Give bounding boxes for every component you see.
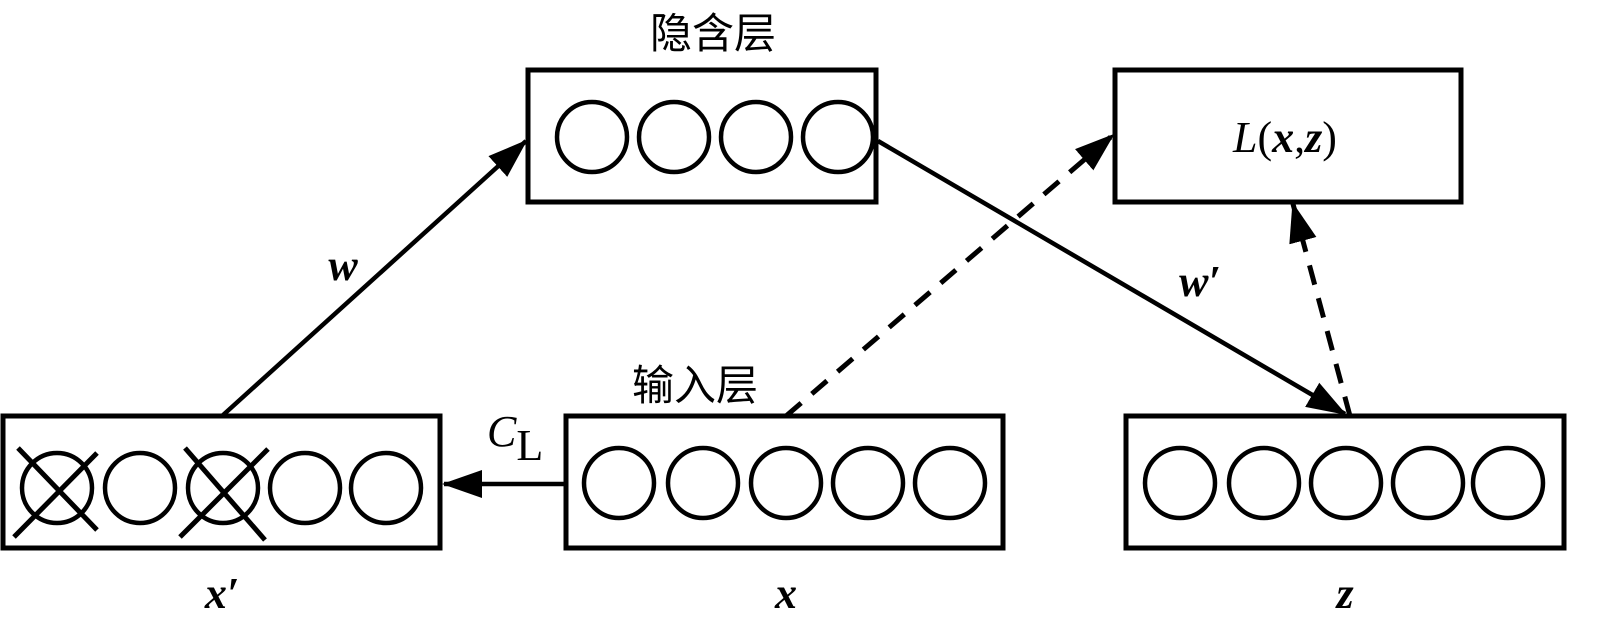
hidden-node: [554, 99, 630, 175]
dashed-edge-z-to-loss: [1289, 202, 1353, 417]
input-node: [102, 450, 178, 526]
dashed-edge-x-to-loss: [784, 133, 1115, 418]
corrupted-input-box: [0, 413, 443, 551]
output-var: z: [1334, 569, 1353, 618]
cross-mark-icon: [12, 446, 99, 539]
input-node: [830, 445, 906, 521]
input-node: [348, 450, 424, 526]
hidden-layer-label: 隐含层: [650, 9, 776, 58]
cross-mark-icon: [178, 446, 270, 542]
input-layer-label: 输入层: [632, 361, 758, 410]
loss-box: L(x,z): [1112, 67, 1464, 205]
input-node: [912, 445, 988, 521]
corrupted-node: [185, 450, 261, 526]
output-node: [1390, 445, 1466, 521]
corrupted-input-var: x′: [204, 569, 239, 618]
corrupted-node: [19, 450, 95, 526]
output-node: [1308, 445, 1384, 521]
edge-label-w-prime: w′: [1179, 257, 1221, 306]
input-var: x: [774, 569, 797, 618]
loss-function: L(x,z): [1232, 113, 1337, 162]
edge-w: [220, 139, 528, 418]
hidden-node: [718, 99, 794, 175]
output-node: [1470, 445, 1546, 521]
input-node: [267, 450, 343, 526]
input-node: [748, 445, 824, 521]
output-layer-box: [1123, 413, 1567, 551]
hidden-node: [636, 99, 712, 175]
hidden-layer-box: [525, 67, 879, 205]
hidden-node: [800, 99, 876, 175]
edge-label-corruption: CL: [487, 407, 543, 470]
output-node: [1142, 445, 1218, 521]
output-node: [1226, 445, 1302, 521]
input-layer-box: [563, 413, 1006, 551]
input-node: [665, 445, 741, 521]
edge-label-w: w: [328, 241, 358, 290]
input-node: [581, 445, 657, 521]
edge-w-prime: [876, 139, 1347, 416]
